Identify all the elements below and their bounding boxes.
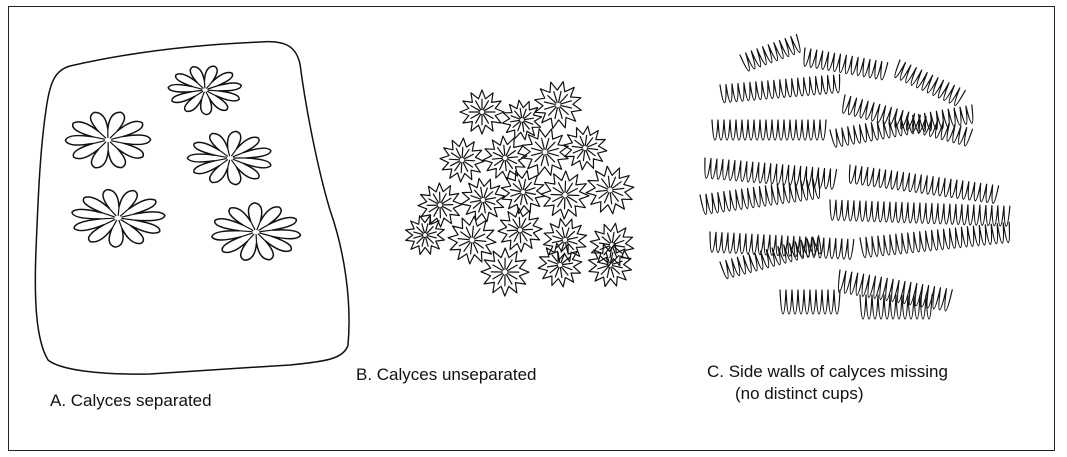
calyx-unseparated xyxy=(448,216,496,264)
calyx-separated xyxy=(212,203,301,260)
calyx-unseparated xyxy=(483,136,527,180)
calyx-separated xyxy=(65,112,150,168)
calyx-unseparated xyxy=(563,126,607,170)
septa-row xyxy=(802,48,888,80)
calyx-unseparated xyxy=(544,219,587,262)
calyx-unseparated xyxy=(541,171,589,219)
panel-c-septa xyxy=(700,34,1011,319)
calyx-unseparated xyxy=(460,90,504,134)
caption-a: A. Calyces separated xyxy=(50,390,212,412)
septa-row xyxy=(836,270,952,311)
panel-b-calyces xyxy=(406,82,634,296)
septa-row xyxy=(860,222,1011,258)
calyx-unseparated xyxy=(461,178,504,221)
caption-b: B. Calyces unseparated xyxy=(356,364,537,386)
calyx-separated xyxy=(72,190,165,248)
septa-row xyxy=(703,158,836,189)
septa-row xyxy=(847,165,998,204)
caption-c: C. Side walls of calyces missing (no dis… xyxy=(707,361,948,405)
calyx-unseparated xyxy=(440,138,484,182)
calyx-unseparated xyxy=(535,82,582,129)
septa-row xyxy=(780,290,840,314)
septa-row xyxy=(829,200,1010,226)
caption-c-line2: (no distinct cups) xyxy=(707,383,948,405)
calyx-unseparated xyxy=(586,166,634,214)
septa-row xyxy=(720,75,841,103)
calyx-unseparated xyxy=(481,248,529,296)
septa-row xyxy=(712,120,826,140)
calyx-unseparated xyxy=(502,100,542,140)
caption-c-line1: C. Side walls of calyces missing xyxy=(707,362,948,381)
panel-a-calyces xyxy=(65,66,300,260)
septa-row xyxy=(892,60,965,107)
calyx-unseparated xyxy=(590,223,633,266)
calyx-unseparated xyxy=(418,183,462,227)
calyx-unseparated xyxy=(498,208,542,252)
septa-row xyxy=(740,34,803,71)
calyx-separated xyxy=(187,131,270,184)
calyx-separated xyxy=(168,66,241,115)
calyx-unseparated xyxy=(538,243,582,287)
calyx-unseparated xyxy=(522,129,569,176)
calyx-unseparated xyxy=(406,216,445,255)
